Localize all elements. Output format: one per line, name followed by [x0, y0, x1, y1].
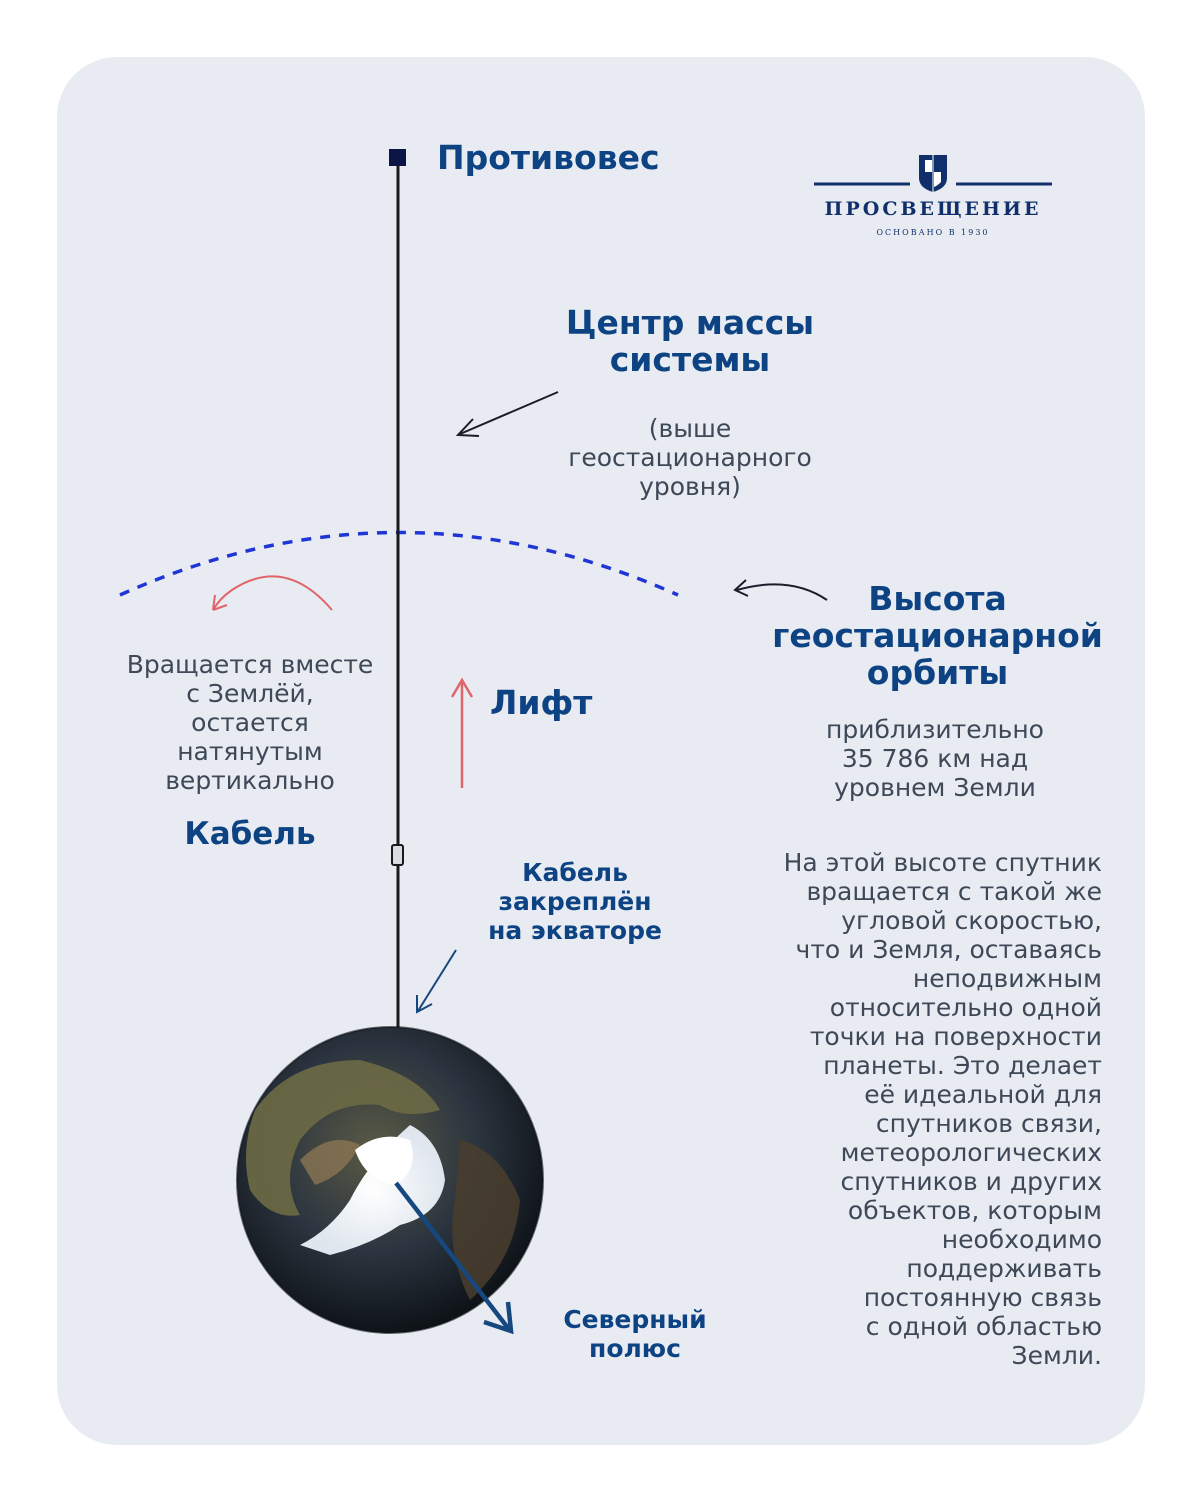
cable-label: Кабель	[184, 816, 316, 852]
north-pole-label: Северный полюс	[563, 1305, 707, 1363]
rotates-with-earth-note: Вращается вместе с Землёй, остается натя…	[126, 650, 374, 795]
center-of-mass-note: (выше геостационарного уровня)	[568, 414, 812, 501]
logo-name: ПРОСВЕЩЕНИЕ	[824, 198, 1042, 220]
rotation-arrow-icon	[212, 575, 333, 611]
geostationary-orbit-title: Высота геостационарной орбиты	[772, 579, 1103, 692]
geo-orbit-arrow-icon	[733, 579, 828, 601]
center-of-mass-title: Центр массы системы	[565, 303, 815, 379]
counterweight-label: Противовес	[437, 138, 660, 177]
anchor-arrow-icon	[416, 949, 457, 1014]
cable-connector	[391, 844, 404, 866]
geostationary-orbit-description: На этой высоте спутник вращается с такой…	[783, 848, 1102, 1370]
counterweight-square	[389, 149, 406, 166]
publisher-logo: ПРОСВЕЩЕНИЕ ОСНОВАНО В 1930	[812, 150, 1054, 245]
geostationary-orbit-height: приблизительно 35 786 км над уровнем Зем…	[826, 715, 1044, 802]
lift-label: Лифт	[490, 683, 593, 722]
logo-emblem-icon	[814, 154, 1052, 192]
cable-anchored-label: Кабель закреплён на экваторе	[488, 858, 662, 945]
logo-subtitle: ОСНОВАНО В 1930	[876, 228, 990, 237]
north-pole-arrow-icon	[394, 1181, 514, 1335]
lift-arrow-icon	[450, 677, 474, 788]
earth-globe	[236, 1026, 544, 1334]
diagram-card	[57, 57, 1145, 1445]
center-of-mass-arrow-icon	[455, 391, 559, 437]
